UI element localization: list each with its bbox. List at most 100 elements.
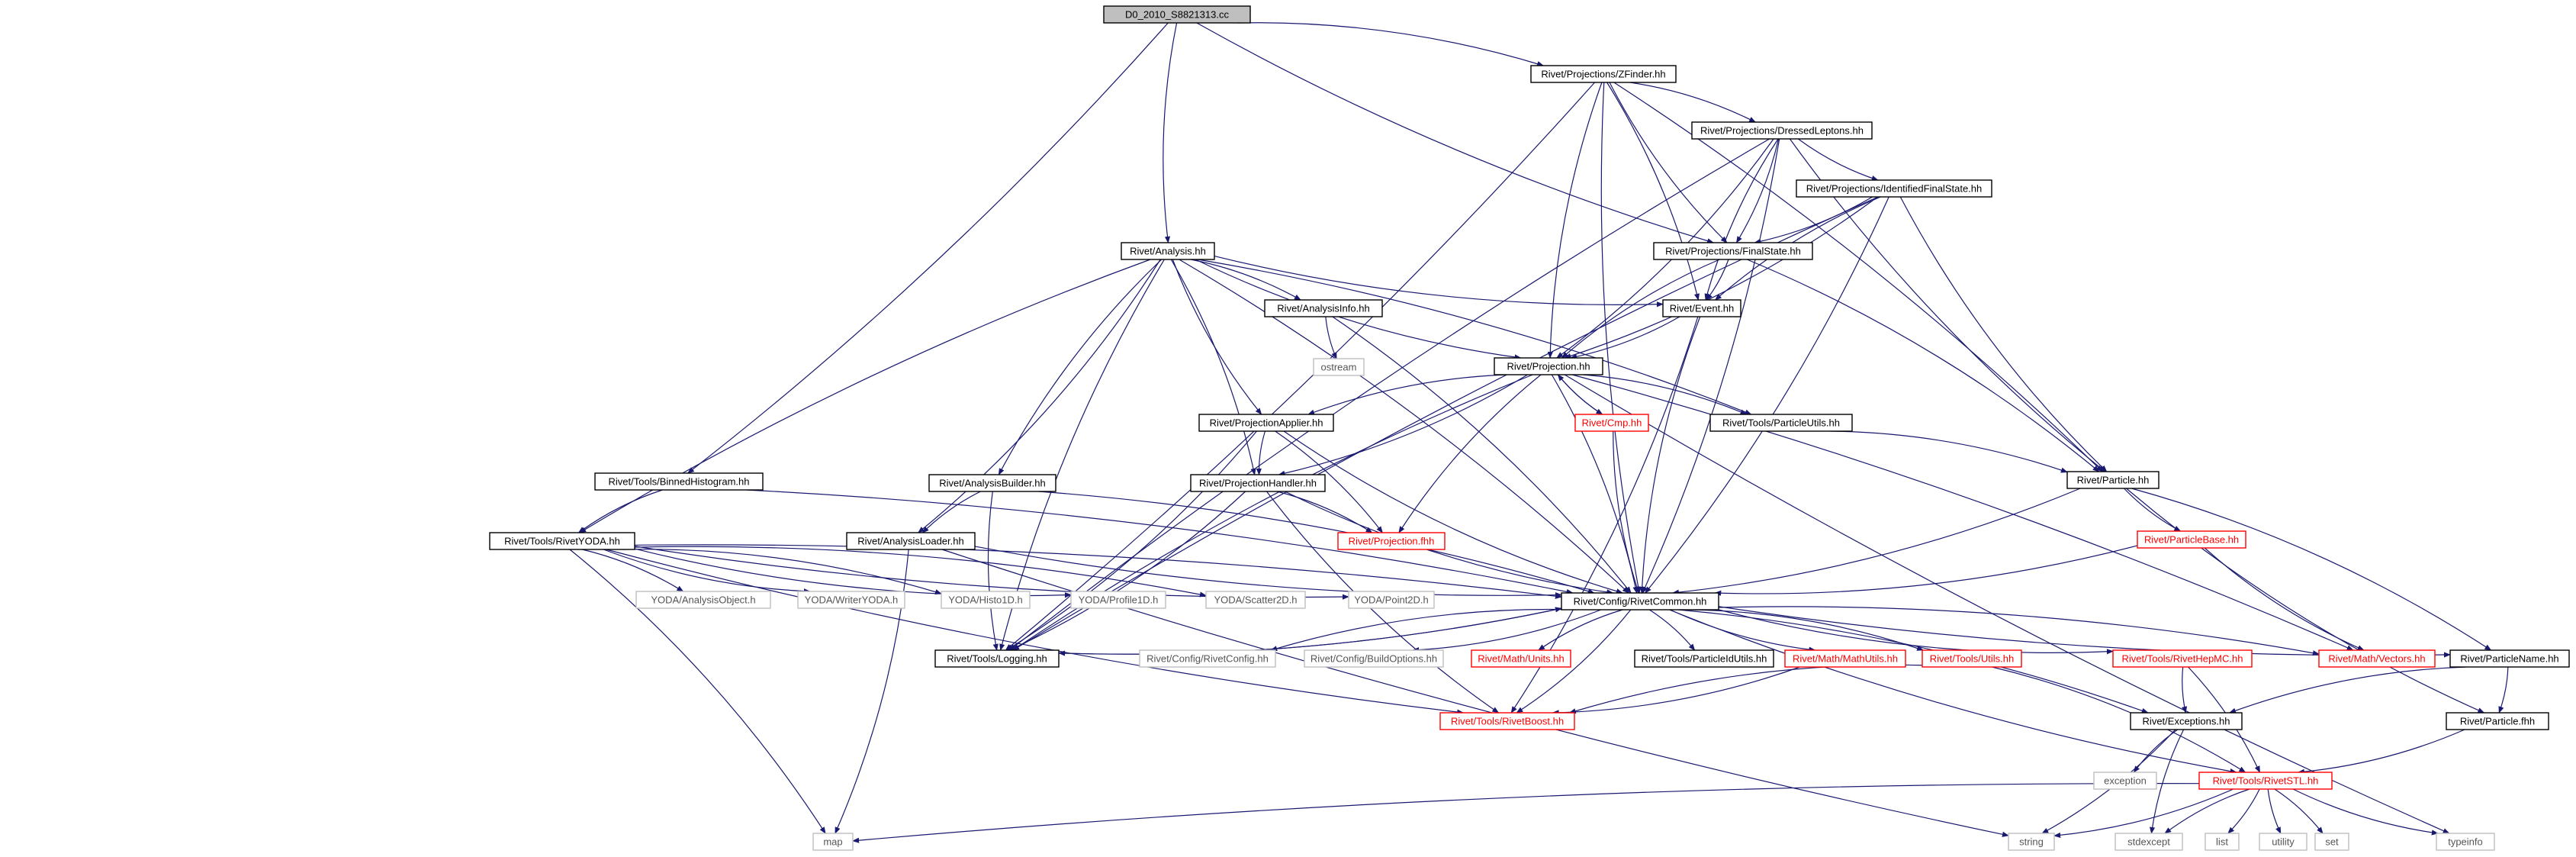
node-utility[interactable]: utility	[2259, 833, 2307, 851]
node-dressed[interactable]: Rivet/Projections/DressedLeptons.hh	[1691, 121, 1873, 140]
edge-zfinder-to-event	[1606, 82, 1700, 301]
edge-logging-to-rivetcommon	[1058, 607, 1562, 655]
node-yhisto[interactable]: YODA/Histo1D.h	[941, 591, 1031, 609]
node-box	[1313, 358, 1365, 376]
node-binnedhist[interactable]: Rivet/Tools/BinnedHistogram.hh	[594, 472, 764, 491]
edge-rivetstl-to-utility	[2267, 788, 2282, 834]
edge-analysisinfo-to-ostream	[1325, 316, 1337, 359]
node-mathutils[interactable]: Rivet/Math/MathUtils.hh	[1784, 649, 1906, 668]
node-particlename[interactable]: Rivet/ParticleName.hh	[2449, 649, 2570, 668]
node-particleutils[interactable]: Rivet/Tools/ParticleUtils.hh	[1709, 414, 1853, 432]
node-box	[1796, 179, 1992, 198]
edge-analysisbuilder-to-analysisloader	[921, 491, 981, 533]
node-analysisloader[interactable]: Rivet/AnalysisLoader.hh	[846, 532, 976, 550]
edge-projhandler-to-projfhh	[1277, 491, 1373, 533]
node-projection[interactable]: Rivet/Projection.hh	[1494, 357, 1603, 375]
node-projfhh[interactable]: Rivet/Projection.fhh	[1337, 532, 1446, 550]
node-rivetconfig[interactable]: Rivet/Config/RivetConfig.hh	[1139, 649, 1276, 668]
node-box	[1439, 712, 1575, 730]
node-label: Rivet/Particle.hh	[2077, 475, 2150, 486]
node-set[interactable]: set	[2314, 833, 2349, 851]
node-finalstate[interactable]: Rivet/Projections/FinalState.hh	[1653, 242, 1813, 260]
node-label: YODA/Histo1D.h	[948, 594, 1023, 606]
node-units[interactable]: Rivet/Math/Units.hh	[1471, 649, 1571, 668]
node-box	[2436, 833, 2495, 851]
node-idfs[interactable]: Rivet/Projections/IdentifiedFinalState.h…	[1796, 179, 1992, 198]
node-particleidutils[interactable]: Rivet/Tools/ParticleIdUtils.hh	[1634, 649, 1774, 668]
node-vectors[interactable]: Rivet/Math/Vectors.hh	[2318, 649, 2436, 668]
node-ypoint[interactable]: YODA/Point2D.h	[1348, 591, 1435, 609]
node-projapplier[interactable]: Rivet/ProjectionApplier.hh	[1198, 414, 1334, 432]
edge-cmp-to-rivetcommon	[1613, 430, 1640, 594]
node-string[interactable]: string	[2008, 833, 2055, 851]
node-analysisinfo[interactable]: Rivet/AnalysisInfo.hh	[1264, 299, 1383, 317]
node-label: Rivet/Tools/RivetBoost.hh	[1451, 716, 1564, 727]
node-rivethepmc[interactable]: Rivet/Tools/RivetHepMC.hh	[2112, 649, 2253, 668]
node-box	[1264, 299, 1383, 317]
edge-exceptions-to-exception	[2133, 729, 2179, 773]
edge-rivetcommon-to-vectors	[1718, 606, 2320, 656]
node-label: string	[2019, 836, 2044, 848]
node-yscatter[interactable]: YODA/Scatter2D.h	[1205, 591, 1306, 609]
node-yao[interactable]: YODA/AnalysisObject.h	[635, 591, 771, 609]
node-utils[interactable]: Rivet/Tools/Utils.hh	[1922, 649, 2022, 668]
node-label: Rivet/Analysis.hh	[1130, 246, 1206, 257]
node-yprofile[interactable]: YODA/Profile1D.h	[1070, 591, 1166, 609]
node-event[interactable]: Rivet/Event.hh	[1662, 299, 1741, 317]
node-rivetboost[interactable]: Rivet/Tools/RivetBoost.hh	[1439, 712, 1575, 730]
node-box	[1494, 357, 1603, 375]
node-rivetcommon[interactable]: Rivet/Config/RivetCommon.hh	[1561, 592, 1719, 611]
edge-rivetyoda-to-yhisto	[622, 549, 942, 595]
node-cmp[interactable]: Rivet/Cmp.hh	[1574, 414, 1649, 432]
edge-dressed-to-rivetcommon	[1642, 138, 1780, 594]
node-analysis[interactable]: Rivet/Analysis.hh	[1121, 242, 1215, 260]
node-exception[interactable]: exception	[2093, 772, 2157, 790]
edge-event-to-projection	[1570, 316, 1680, 359]
node-exceptions[interactable]: Rivet/Exceptions.hh	[2130, 712, 2243, 730]
node-stdexcept[interactable]: stdexcept	[2115, 833, 2183, 851]
node-particle[interactable]: Rivet/Particle.hh	[2066, 471, 2160, 489]
node-rivetstl[interactable]: Rivet/Tools/RivetSTL.hh	[2198, 772, 2333, 790]
node-typeinfo[interactable]: typeinfo	[2436, 833, 2495, 851]
node-label: Rivet/Math/Vectors.hh	[2328, 653, 2425, 665]
node-label: Rivet/Math/Units.hh	[1478, 653, 1564, 665]
node-list[interactable]: list	[2205, 833, 2240, 851]
edge-rivetcommon-to-particlename	[1718, 606, 2451, 658]
node-label: Rivet/Event.hh	[1670, 303, 1735, 314]
node-map[interactable]: map	[812, 833, 854, 851]
edge-particleutils-to-particle	[1829, 430, 2068, 473]
node-label: Rivet/Projection.fhh	[1349, 536, 1435, 547]
node-label: Rivet/ProjectionApplier.hh	[1210, 417, 1323, 429]
node-analysisbuilder[interactable]: Rivet/AnalysisBuilder.hh	[928, 474, 1056, 492]
node-box	[1634, 649, 1774, 668]
node-logging[interactable]: Rivet/Tools/Logging.hh	[934, 649, 1060, 668]
edge-rivetstl-to-stdexcept	[2164, 788, 2250, 834]
edge-projhandler-to-rivetboost	[1266, 491, 1500, 714]
edge-analysis-to-analysisbuilder	[998, 259, 1163, 475]
node-ywriter[interactable]: YODA/WriterYODA.h	[797, 591, 905, 609]
node-projhandler[interactable]: Rivet/ProjectionHandler.hh	[1190, 474, 1326, 492]
node-root[interactable]: D0_2010_S8821313.cc	[1103, 5, 1251, 24]
node-zfinder[interactable]: Rivet/Projections/ZFinder.hh	[1530, 65, 1677, 83]
node-rivetyoda[interactable]: Rivet/Tools/RivetYODA.hh	[489, 532, 635, 550]
node-ostream[interactable]: ostream	[1313, 358, 1365, 376]
node-box	[1922, 649, 2022, 668]
node-label: stdexcept	[2127, 836, 2170, 848]
edge-root-to-zfinder	[1237, 22, 1545, 67]
edge-analysisbuilder-to-logging	[987, 491, 999, 651]
node-label: map	[823, 836, 842, 848]
edge-projapplier-to-rivetcommon	[1283, 430, 1623, 594]
edge-analysisbuilder-to-rivetcommon	[1038, 491, 1595, 594]
edge-analysis-to-projapplier	[1172, 259, 1262, 415]
node-label: Rivet/AnalysisBuilder.hh	[939, 478, 1045, 489]
node-particlebase[interactable]: Rivet/ParticleBase.hh	[2137, 530, 2246, 549]
node-label: Rivet/Config/BuildOptions.hh	[1311, 653, 1437, 665]
edge-utils-to-rivetboost	[1568, 664, 1923, 714]
node-label: Rivet/Tools/Logging.hh	[947, 653, 1047, 665]
edge-zfinder-to-logging	[1005, 82, 1596, 651]
node-particlefhh[interactable]: Rivet/Particle.fhh	[2446, 712, 2549, 730]
edge-analysis-to-rivetyoda	[579, 259, 1151, 533]
edge-rivetyoda-to-yscatter	[634, 546, 1207, 598]
node-buildoptions[interactable]: Rivet/Config/BuildOptions.hh	[1304, 649, 1444, 668]
